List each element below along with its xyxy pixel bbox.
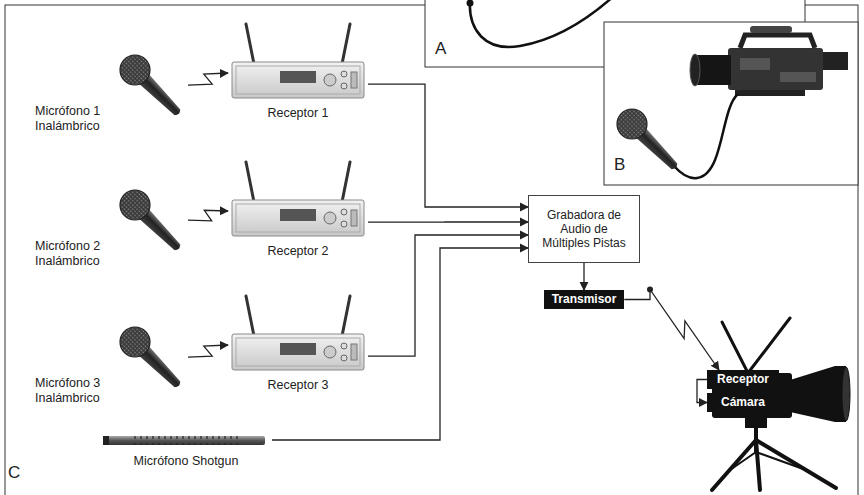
mic-cable [470, 0, 615, 47]
camera-box: Cámara [707, 393, 779, 412]
signal-arrow [583, 263, 584, 290]
receiver-label: Receptor 2 [228, 244, 368, 259]
wireless-mic: Micrófono 2 Inalámbrico [30, 185, 188, 273]
mic-cable [674, 94, 738, 178]
signal-arrow [697, 380, 707, 403]
transmitter-label: Transmisor [552, 292, 617, 307]
recorder-label: Grabadora de Audio de Múltiples Pistas [536, 208, 632, 250]
antenna-dot [647, 287, 653, 293]
signal-arrow [272, 248, 528, 440]
panel-outline [5, 5, 858, 495]
mic-label: Micrófono Shotgun [100, 454, 272, 469]
signal-arrow [368, 235, 528, 356]
camera-on-tripod [712, 318, 850, 490]
cable-plug [467, 0, 474, 7]
receiver-unit [232, 296, 364, 370]
camera-label: Cámara [715, 395, 771, 410]
signal-arrow [188, 345, 228, 357]
camera-receiver-box: Receptor [707, 370, 779, 389]
wireless-mic: Micrófono 3 Inalámbrico [30, 322, 188, 410]
receiver-label: Receptor 1 [228, 106, 368, 121]
camcorder [690, 26, 848, 96]
multitrack-recorder: Grabadora de Audio de Múltiples Pistas [528, 195, 640, 263]
mic-label: Micrófono 2 Inalámbrico [35, 239, 125, 269]
panel-outline [604, 22, 858, 185]
signal-arrow [368, 84, 528, 207]
signal-arrow [188, 73, 228, 85]
wireless-receiver: Receptor 3 [228, 294, 368, 396]
wireless-receiver: Receptor 1 [228, 22, 368, 124]
receiver-label: Receptor 3 [228, 378, 368, 393]
mic-label: Micrófono 3 Inalámbrico [35, 376, 125, 406]
mic-label: Micrófono 1 Inalámbrico [35, 104, 125, 134]
transmitter-box: Transmisor [544, 290, 625, 309]
receiver-label: Receptor [715, 372, 771, 387]
receiver-unit [232, 24, 364, 98]
panel: B [604, 22, 858, 185]
handheld-mic [114, 184, 190, 260]
panel: A [425, 0, 805, 67]
panel-letter: A [435, 39, 815, 59]
handheld-mic [114, 49, 190, 125]
shotgun-mic [103, 436, 265, 445]
panel-letter: B [614, 155, 864, 175]
wireless-mic: Micrófono 1 Inalámbrico [30, 50, 188, 138]
signal-arrow [368, 221, 528, 222]
panel: CMicrófono 1 InalámbricoReceptor 1Micróf… [5, 5, 858, 495]
shotgun-mic-unit: Micrófono Shotgun [100, 430, 272, 476]
signal-arrow [624, 290, 719, 371]
wireless-receiver: Receptor 2 [228, 160, 368, 262]
handheld-mic [114, 321, 190, 397]
signal-arrow [188, 210, 228, 221]
receiver-unit [232, 162, 364, 236]
